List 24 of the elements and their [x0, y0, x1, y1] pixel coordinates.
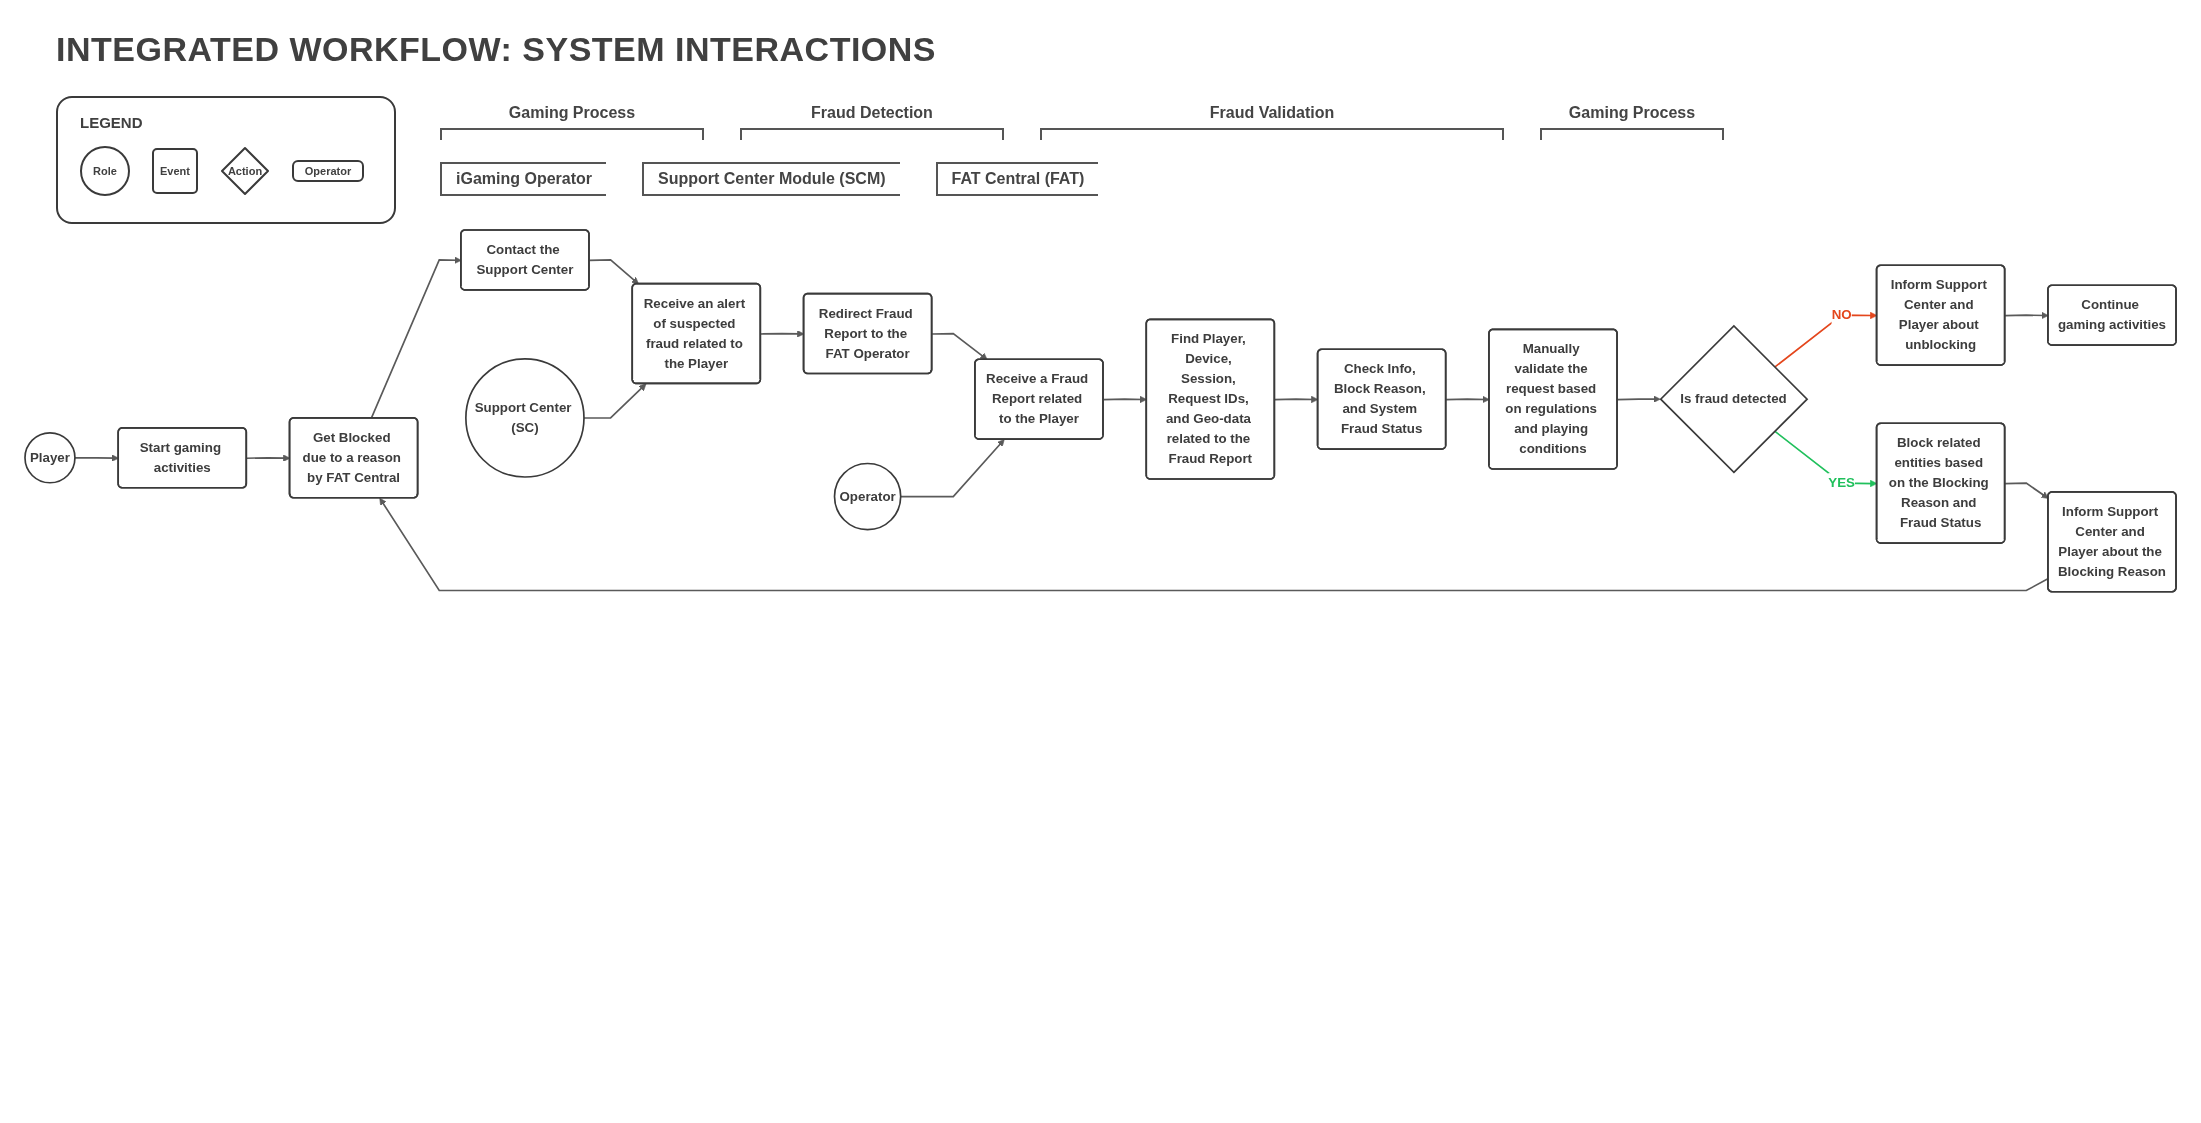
legend-pill: Operator	[292, 160, 364, 182]
legend-diamond: Action	[220, 146, 270, 196]
phase-bracket-label: Gaming Process	[1540, 104, 1724, 140]
node-circle: Operator	[833, 462, 902, 531]
legend-heading: LEGEND	[80, 114, 143, 131]
lane-bracket-label: iGaming Operator	[440, 162, 607, 196]
legend-square: Event	[152, 148, 198, 194]
node-circle: Support Center (SC)	[465, 358, 585, 478]
node-diamond: Is fraud detected	[1659, 324, 1809, 474]
legend-circle: Role	[80, 146, 130, 196]
phase-bracket-label: Gaming Process	[440, 104, 704, 140]
arrow	[2004, 482, 2049, 499]
phase-bracket-label: Fraud Validation	[1040, 104, 1504, 140]
arrow	[588, 259, 639, 285]
node-circle: Player	[24, 432, 76, 484]
phase-bracket-label: Fraud Detection	[740, 104, 1004, 140]
arrow	[74, 454, 119, 462]
lane-bracket-label: FAT Central (FAT)	[935, 162, 1099, 196]
diagram-title: INTEGRATED WORKFLOW: SYSTEM INTERACTIONS	[56, 30, 937, 69]
edge-label: YES	[1828, 475, 1855, 490]
lane-bracket-label: Support Center Module (SCM)	[642, 162, 900, 196]
arrow	[931, 332, 988, 360]
arrow	[583, 383, 647, 419]
edge-label: NO	[1831, 307, 1852, 322]
